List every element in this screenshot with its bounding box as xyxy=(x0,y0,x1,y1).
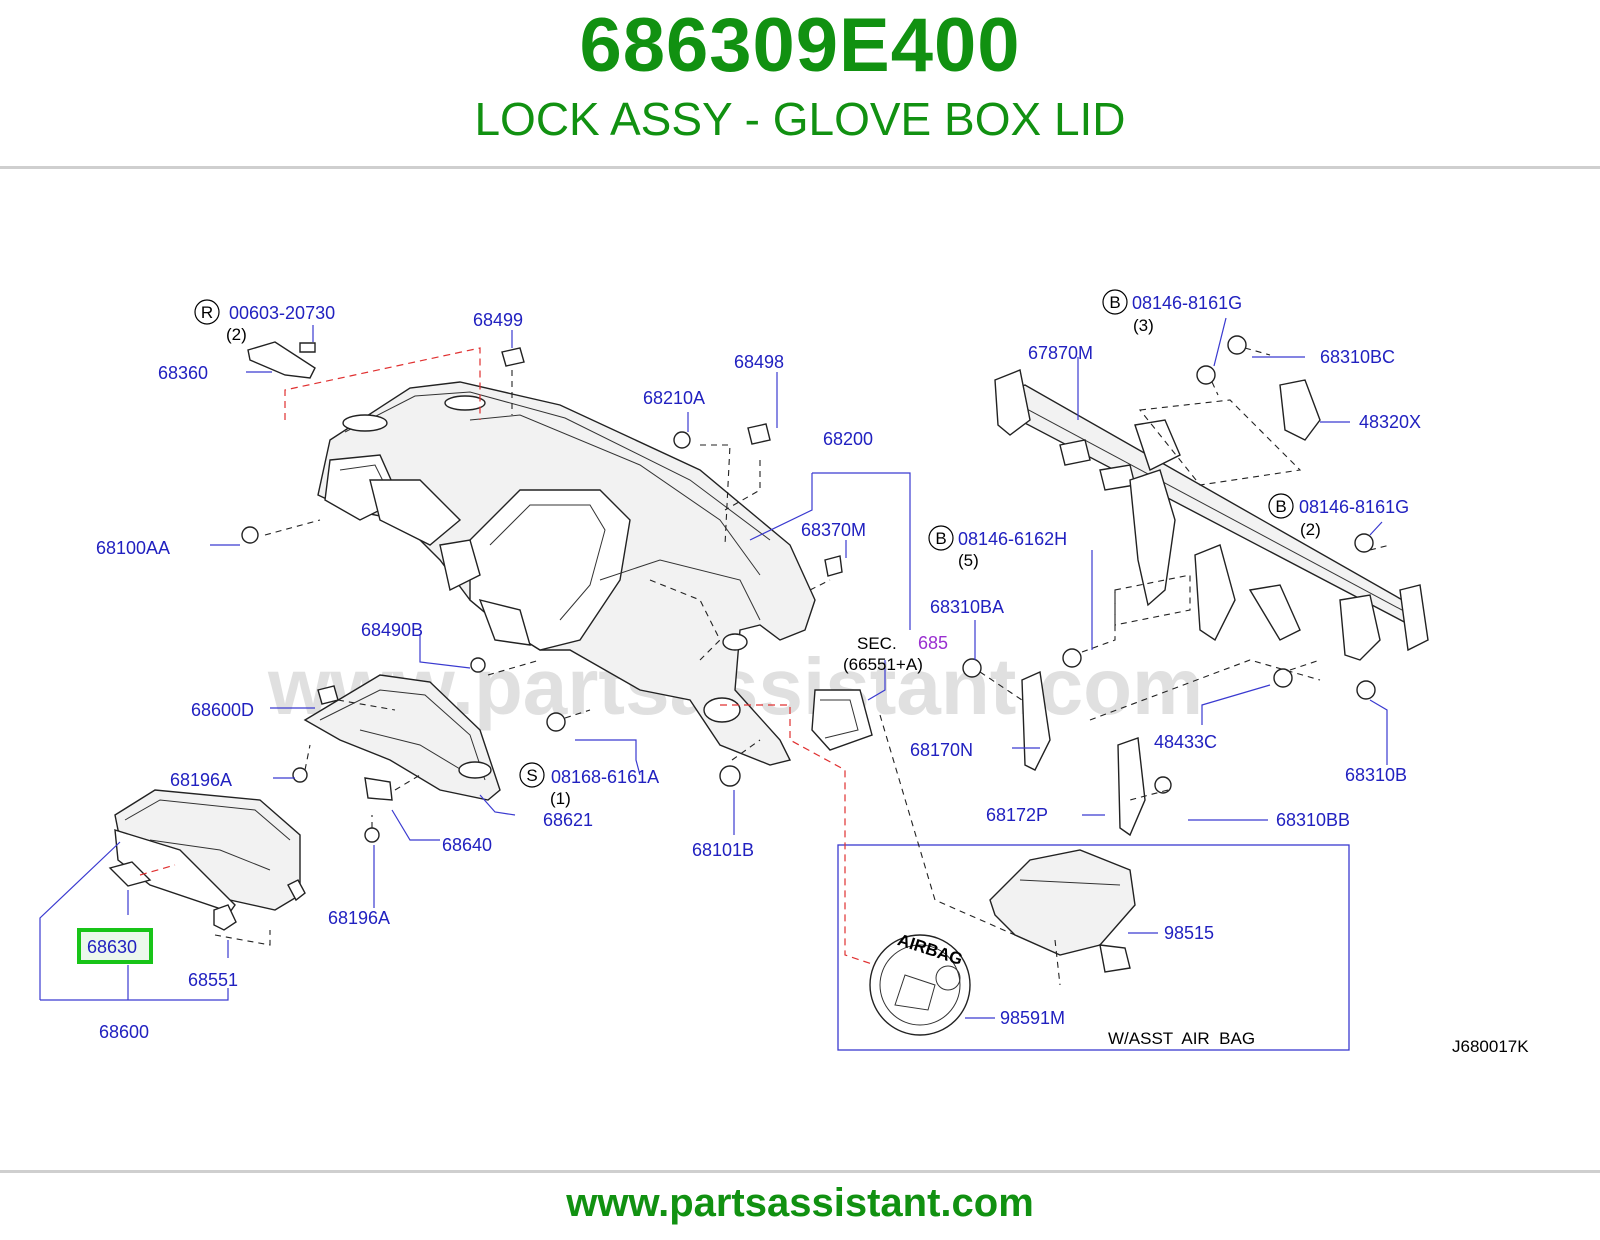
instrument-panel-drawing xyxy=(317,381,816,766)
label-68310bb[interactable]: 68310BB xyxy=(1276,810,1350,830)
label-68490b[interactable]: 68490B xyxy=(361,620,423,640)
callout-letter-r: R xyxy=(201,303,213,322)
label-68100aa[interactable]: 68100AA xyxy=(96,538,170,558)
qty-08146-8161g-upper: (3) xyxy=(1133,316,1154,335)
label-98591m[interactable]: 98591M xyxy=(1000,1008,1065,1028)
label-08146-8161g-lower[interactable]: 08146-8161G xyxy=(1299,497,1409,517)
airbag-drawing: AIRBAG xyxy=(869,849,1136,1036)
airbag-inset-frame xyxy=(837,844,1350,1051)
callout-circle-b3 xyxy=(1268,493,1294,519)
label-68360[interactable]: 68360 xyxy=(158,363,208,383)
label-68640[interactable]: 68640 xyxy=(442,835,492,855)
footer-divider xyxy=(0,1170,1600,1173)
part-description: LOCK ASSY - GLOVE BOX LID xyxy=(474,93,1126,145)
qty-08146-6162h: (5) xyxy=(958,551,979,570)
label-68499[interactable]: 68499 xyxy=(473,310,523,330)
qty-00603-20730: (2) xyxy=(226,325,247,344)
label-68600[interactable]: 68600 xyxy=(99,1022,149,1042)
header-divider xyxy=(0,166,1600,169)
glove-box-lid-drawing xyxy=(303,674,501,801)
label-48320x[interactable]: 48320X xyxy=(1359,412,1421,432)
inset-caption: W/ASST AIR BAG xyxy=(1108,1029,1255,1048)
label-68600d[interactable]: 68600D xyxy=(191,700,254,720)
label-67870m[interactable]: 67870M xyxy=(1028,343,1093,363)
label-00603-20730[interactable]: 00603-20730 xyxy=(229,303,335,323)
steering-member-drawing xyxy=(994,369,1429,837)
callout-circle-b2 xyxy=(1102,289,1128,315)
glove-box-drawing xyxy=(108,789,306,931)
qty-08146-8161g-lower: (2) xyxy=(1300,520,1321,539)
footer-url[interactable]: www.partsassistant.com xyxy=(566,1181,1034,1225)
label-08146-8161g-upper[interactable]: 08146-8161G xyxy=(1132,293,1242,313)
label-68310b[interactable]: 68310B xyxy=(1345,765,1407,785)
fastener-drawings xyxy=(241,335,1376,843)
label-68310bc[interactable]: 68310BC xyxy=(1320,347,1395,367)
callout-circle-b1 xyxy=(928,525,954,551)
label-68172p[interactable]: 68172P xyxy=(986,805,1048,825)
callout-circle-s xyxy=(519,762,545,788)
qty-08168-6161a: (1) xyxy=(550,789,571,808)
label-68551[interactable]: 68551 xyxy=(188,970,238,990)
label-68370m[interactable]: 68370M xyxy=(801,520,866,540)
sec-number[interactable]: 685 xyxy=(918,633,948,653)
sec-text: SEC. xyxy=(857,634,897,653)
label-68210a[interactable]: 68210A xyxy=(643,388,705,408)
sec-reference: (66551+A) xyxy=(843,655,923,674)
highlighted-part-box xyxy=(77,928,153,964)
label-08168-6161a[interactable]: 08168-6161A xyxy=(551,767,659,787)
label-68196a-lower[interactable]: 68196A xyxy=(328,908,390,928)
label-68196a-upper[interactable]: 68196A xyxy=(170,770,232,790)
label-98515[interactable]: 98515 xyxy=(1164,923,1214,943)
label-48433c[interactable]: 48433C xyxy=(1154,732,1217,752)
callout-letter-b2: B xyxy=(1109,293,1120,312)
callout-circle-r xyxy=(194,299,220,325)
label-68200[interactable]: 68200 xyxy=(823,429,873,449)
diagram-code: J680017K xyxy=(1452,1037,1529,1056)
label-68170n[interactable]: 68170N xyxy=(910,740,973,760)
callout-letter-b3: B xyxy=(1275,497,1286,516)
callout-letter-s: S xyxy=(526,766,537,785)
part-number-title: 686309E400 xyxy=(579,3,1021,88)
label-68498[interactable]: 68498 xyxy=(734,352,784,372)
label-68621[interactable]: 68621 xyxy=(543,810,593,830)
callout-letter-b1: B xyxy=(935,529,946,548)
label-68101b[interactable]: 68101B xyxy=(692,840,754,860)
label-68310ba[interactable]: 68310BA xyxy=(930,597,1004,617)
guide-lines xyxy=(139,347,1391,986)
leader-lines xyxy=(39,317,1388,1019)
page-header: 686309E400 LOCK ASSY - GLOVE BOX LID xyxy=(0,0,1600,168)
label-68630[interactable]: 68630 xyxy=(87,937,137,957)
part-labels: 00603-20730 (2) 68360 68499 68498 68210A… xyxy=(87,293,1529,1056)
label-08146-6162h[interactable]: 08146-6162H xyxy=(958,529,1067,549)
